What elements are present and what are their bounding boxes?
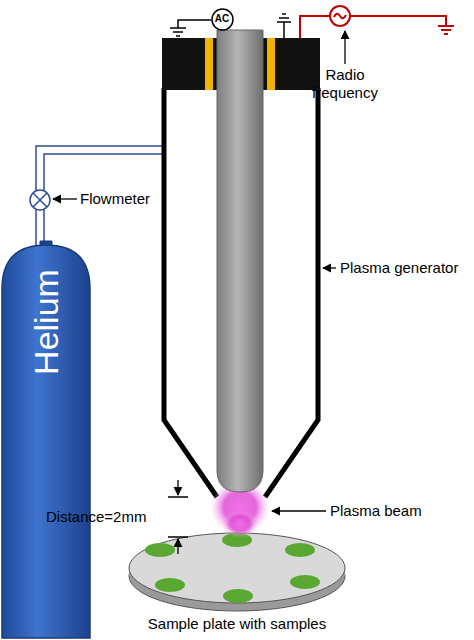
dimension-arrow [177,539,178,554]
flowmeter-cross [33,193,47,207]
wire [178,20,211,28]
sample-spot [155,578,185,592]
part-label: Plasma beam [330,502,422,520]
leader-arrow [272,510,326,511]
leader-arrow [53,198,77,199]
sample-spot [285,543,315,557]
rf-wiring [300,6,454,38]
part-label: Plasma generator [340,259,458,277]
leader-arrows [53,31,345,511]
pipe-wall [36,146,164,245]
rf-wire [300,16,330,38]
sample-spot [290,575,320,589]
ground-symbol [170,28,186,36]
rf-sine [334,14,346,19]
leader-arrow [344,31,345,64]
ground-symbol [277,14,291,22]
wire [283,22,285,38]
ac-circle [212,9,233,30]
rf-source-symbol [330,6,350,26]
plasma-glow [222,511,258,539]
leader-arrow [323,267,336,268]
rf-wire [350,16,446,26]
gas-pipe [36,146,164,245]
plate-top [129,533,345,603]
cylinder-body [2,245,90,638]
flowmeter-symbol [30,190,50,210]
caption-label: Sample plate with samples [40,615,434,633]
pipe-wall [44,154,164,245]
source-label: AC [215,14,229,24]
insulator-strip [267,38,275,90]
sample-plate [129,533,345,611]
distance-marker [168,480,188,554]
gas-name: Helium [29,269,63,375]
dimension-arrow [177,480,178,495]
part-label: Flowmeter [80,190,150,208]
cylinder-neck [40,241,52,245]
rf-ground-symbol [438,26,454,34]
flowmeter-circle [30,190,50,210]
sample-spot [145,543,175,557]
dimension-bar [168,497,188,537]
helium-cylinder: Helium [2,245,90,638]
sample-spot [223,589,253,603]
dimension-label: Distance=2mm [46,508,146,526]
part-label: Radio frequency [299,66,391,102]
central-electrode [217,30,263,492]
insulator-strip [205,38,213,90]
ac-source-circle: AC [211,8,234,31]
